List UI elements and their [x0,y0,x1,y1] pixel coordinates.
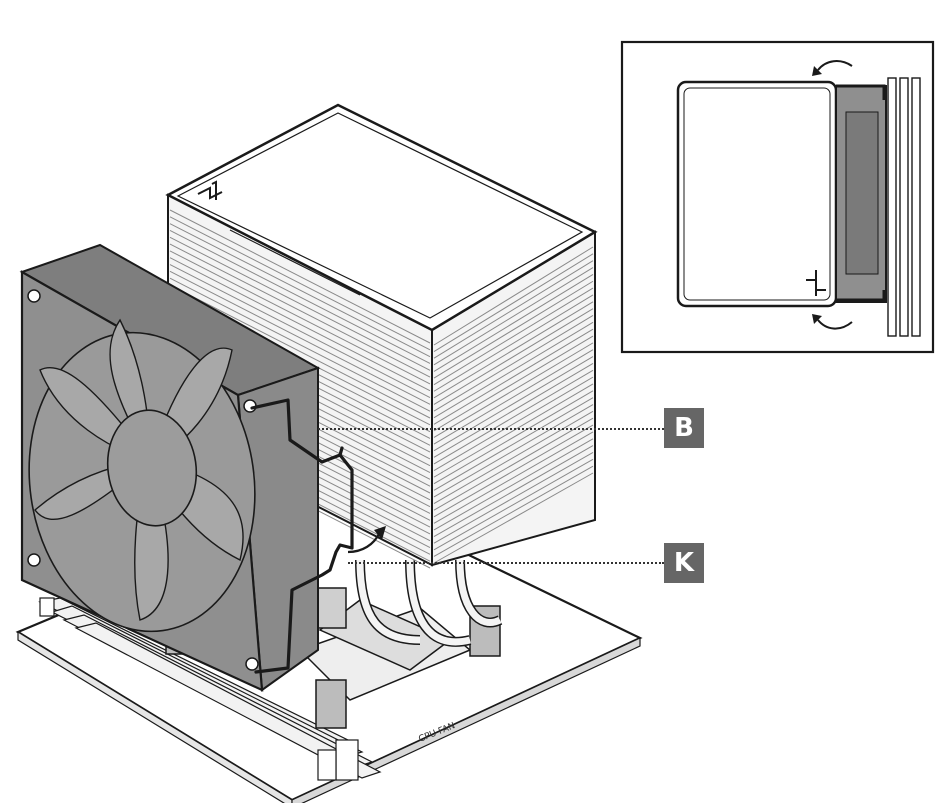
callout-b: B [664,408,704,448]
heatsink-side-fin-line [433,404,594,498]
heatsink-side-fin-line [433,246,594,346]
heatsink-side-fin-line [433,315,594,412]
heatsink-side-fin-line [433,390,594,485]
fan-screws [27,289,259,671]
heatsink-fin-line [169,209,431,344]
callout-b-leader [318,428,664,430]
ram-slots [38,597,382,781]
heatsink-side-fin-line [433,267,594,366]
cpu-socket-mount: CPU FAN [165,559,503,745]
heatsink-side-fin-line [433,294,594,392]
heatsink-side-fin-line [433,445,594,538]
heatsink-side-fin-line [433,362,594,458]
heatsink-side-fin-line [433,472,594,564]
heatsink-side-fin-line [433,417,594,511]
heatsink-side-fin-line [433,287,594,386]
heatsink-side-fin-line [433,431,594,524]
heatsink-side-fin-line [433,273,594,372]
fan [19,243,321,692]
heatsink-side-fin-line [433,438,594,531]
heatsink-fin-line [169,243,431,378]
heatsink-side-fin-line [433,383,594,478]
inset-rotate-arrow-icon [812,60,853,330]
heatsink-side-fin-line [433,253,594,353]
fan-wire-clip [250,398,354,674]
heatsink-side-fin-line [433,308,594,405]
heatsink-side-fin-line [433,424,594,518]
heatsink-fin-line [169,270,431,405]
heatsink-side-fin-line [433,452,594,544]
heatsink-fin-line [169,216,431,351]
heatsink-side-fin-line [433,465,594,557]
heatsink-side-fin-line [433,376,594,471]
heatsink-fin-line [169,264,431,398]
deepcool-logo-icon [197,180,223,200]
callout-k: K [664,543,704,583]
heatsink-side-fin-line [433,280,594,379]
heatsink-side-fin-line [433,458,594,551]
heatsink-side-fin-line [433,321,594,419]
heatsink-side-fin-line [433,356,594,452]
heatsink-side-fin-line [433,397,594,491]
heatsink-fin-line [169,250,431,385]
heatsink-side-fin-line [433,369,594,465]
heatsink-side-fin-line [433,335,594,432]
callout-k-leader [348,562,664,564]
heatsink-side-fin-line [433,342,594,438]
heatsink-side-fin-line [433,260,594,359]
rotate-arrow-icon [347,526,386,554]
heatsink-side-fin-line [433,410,594,504]
heatsink-side-fin-line [433,301,594,399]
heatsink-fin-line [169,236,431,371]
heatsink-fin-line [169,284,431,419]
heatsink-fin-line [169,257,431,392]
heatsink-fin-line [169,277,431,412]
heatsink-side-fin-line [433,328,594,425]
heatsink-fin-line [169,230,431,364]
inset-detail-view [620,40,935,354]
inset-logo-icon [806,270,826,296]
heatsink-fin-line [169,223,431,358]
